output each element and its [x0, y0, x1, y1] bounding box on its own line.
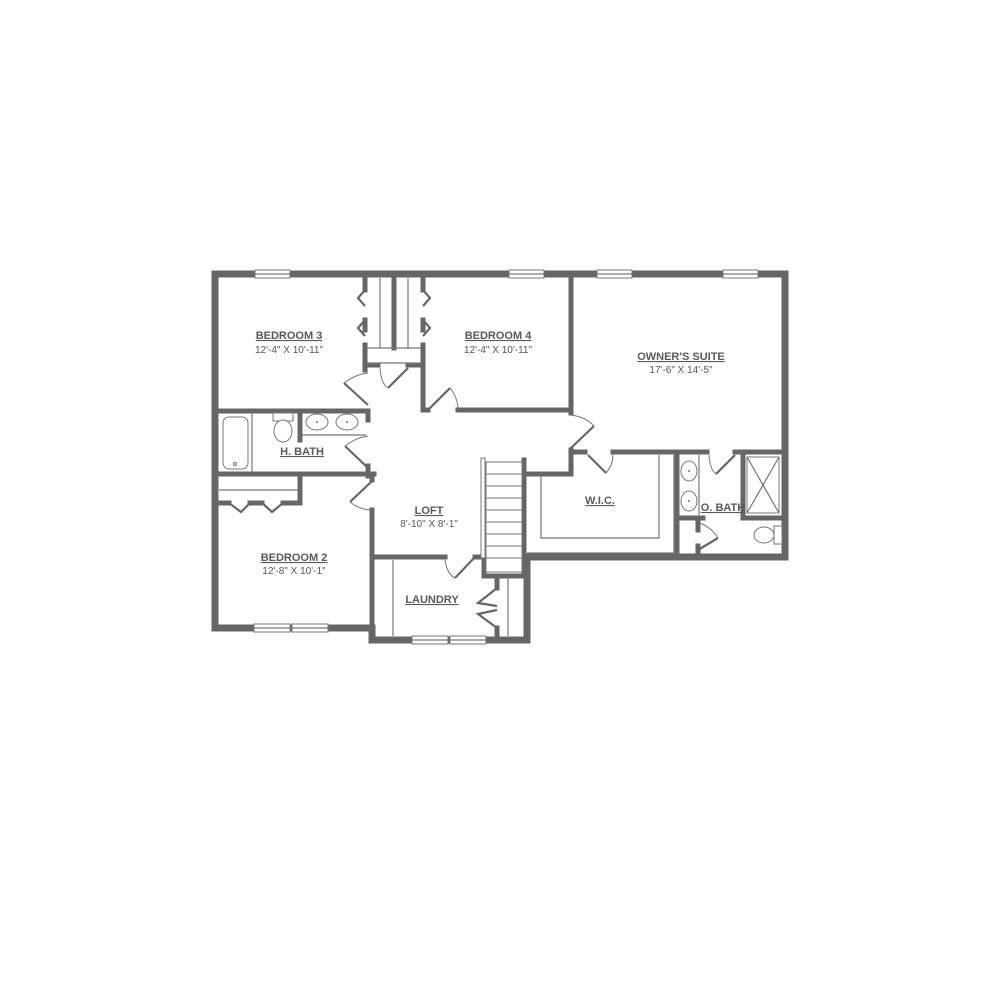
staircase	[480, 457, 523, 573]
room-name-owners-suite: OWNER'S SUITE	[637, 351, 725, 363]
fixtures	[222, 412, 783, 545]
room-name-h-bath: H. BATH	[280, 446, 324, 458]
windows	[253, 269, 759, 645]
room-labels: BEDROOM 3 12'-4" X 10'-11" BEDROOM 4 12'…	[255, 330, 745, 606]
room-name-bedroom-2: BEDROOM 2	[261, 552, 328, 564]
room-size-owners-suite: 17'-6" X 14'-5"	[649, 365, 713, 376]
room-name-laundry: LAUNDRY	[405, 594, 459, 606]
interior-walls	[216, 275, 785, 639]
room-size-loft: 8'-10" X 8'-1"	[400, 519, 458, 530]
room-name-bedroom-4: BEDROOM 4	[465, 330, 533, 342]
room-size-bedroom-2: 12'-8" X 10'-1"	[262, 566, 326, 577]
room-name-o-bath: O. BATH	[701, 502, 745, 514]
doors	[228, 289, 736, 629]
room-name-wic: W.I.C.	[585, 495, 615, 507]
room-name-bedroom-3: BEDROOM 3	[256, 330, 323, 342]
room-size-bedroom-3: 12'-4" X 10'-11"	[255, 345, 323, 356]
room-size-bedroom-4: 12'-4" X 10'-11"	[464, 345, 532, 356]
room-name-loft: LOFT	[415, 505, 444, 517]
